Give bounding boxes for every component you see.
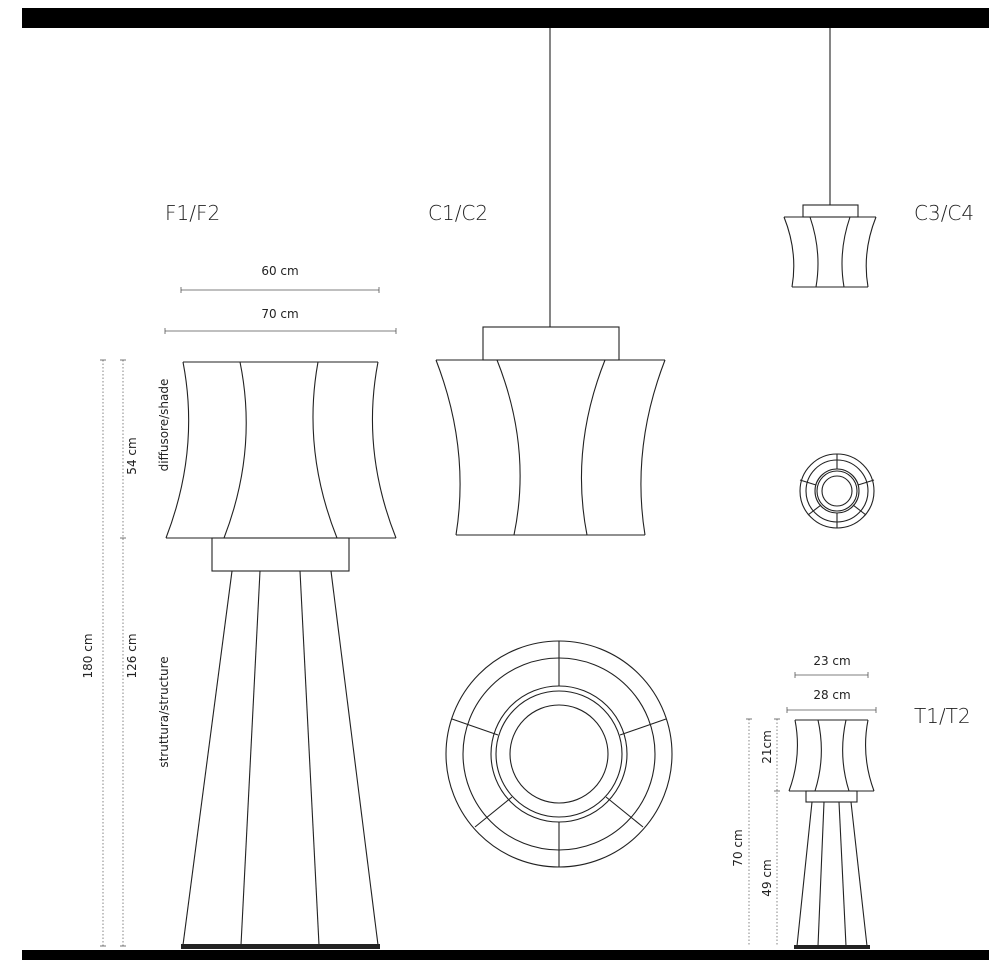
table-width-dimensions: 23 cm 28 cm xyxy=(786,654,877,713)
table-outer-width-label: 28 cm xyxy=(813,688,850,702)
table-shade-height-label: 21cm xyxy=(760,730,774,764)
table-inner-width-label: 23 cm xyxy=(813,654,850,668)
floor-shade-height-label: 54 cm xyxy=(125,437,139,474)
floor-inner-width-label: 60 cm xyxy=(261,264,298,278)
ceiling-large-model-label: C1/C2 xyxy=(428,201,488,225)
table-model-label: T1/T2 xyxy=(914,704,971,728)
floor-model-label: F1/F2 xyxy=(165,201,220,225)
pendant-small-top-view xyxy=(799,453,875,529)
floor-lamp-collar xyxy=(211,537,350,572)
floor-lamp-structure xyxy=(181,570,380,949)
floor-width-dimensions: 60 cm 70 cm xyxy=(164,264,397,334)
table-height-dimensions: 70 cm 21cm 49 cm xyxy=(731,718,780,946)
floor-lamp-shade xyxy=(165,361,397,539)
table-lamp xyxy=(788,719,875,949)
floor-outer-width-label: 70 cm xyxy=(261,307,298,321)
floor-total-height-label: 180 cm xyxy=(81,633,95,678)
structure-part-label: struttura/structure xyxy=(157,656,171,767)
table-base-height-label: 49 cm xyxy=(760,859,774,896)
pendant-small xyxy=(783,28,877,288)
floor-structure-height-label: 126 cm xyxy=(125,633,139,678)
ceiling-small-model-label: C3/C4 xyxy=(914,201,974,225)
shade-part-label: diffusore/shade xyxy=(157,379,171,472)
floor-bar xyxy=(22,950,989,960)
table-total-height-label: 70 cm xyxy=(731,829,745,866)
ceiling-bar xyxy=(22,8,989,28)
pendant-large xyxy=(435,28,666,536)
pendant-large-top-view xyxy=(445,640,673,868)
floor-height-dimensions: 180 cm 54 cm 126 cm diffusore/shade stru… xyxy=(81,359,171,947)
